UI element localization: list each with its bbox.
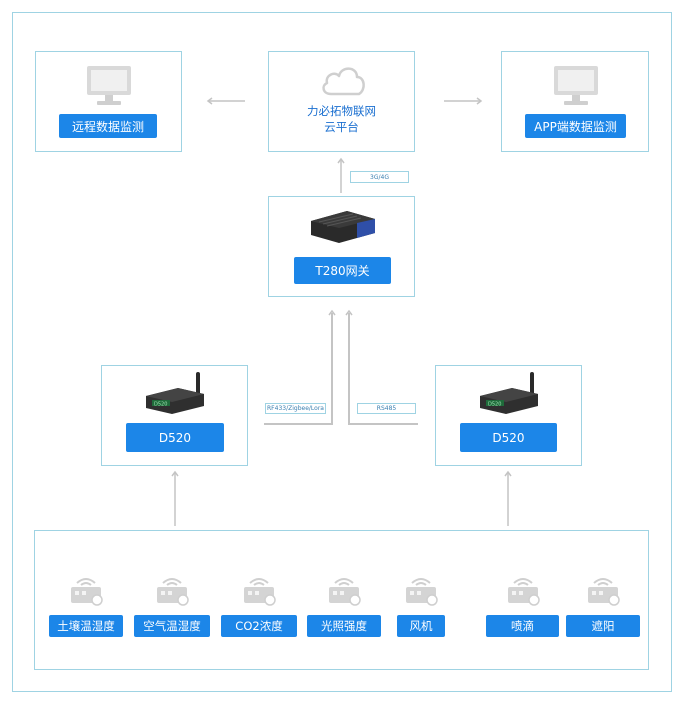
arrow-up-icon [328,309,336,316]
app-monitor-box: APP端数据监测 [501,51,649,152]
sensor-light-icon [329,578,361,606]
d520-device-icon: D520 [146,372,204,414]
connector-right-horizontal [348,423,418,425]
d520-device-icon: D520 [480,372,538,414]
arrow-up-icon [171,470,179,526]
sensor-label: 空气温湿度 [134,615,210,637]
shade-icon [588,578,620,606]
app-monitor-label: APP端数据监测 [525,114,626,138]
fan-icon [406,578,438,606]
d520-node-left: D520 D520 [101,365,248,466]
d520-node-right: D520 D520 [435,365,582,466]
link-rs485-label: RS485 [357,403,416,414]
remote-monitor-box: 远程数据监测 [35,51,182,152]
connector-left-horizontal [264,423,332,425]
d520-device-text: D520 [154,402,167,408]
sensor-label: CO2浓度 [221,615,297,637]
d520-device-text: D520 [488,402,501,408]
sensor-air-icon [157,578,189,606]
link-wireless-label: RF433/Zigbee/Lora [265,403,326,414]
d520-left-label: D520 [126,423,224,452]
cloud-platform-box: 力必拓物联网 云平台 [268,51,415,152]
arrow-up-icon [504,470,512,526]
sensor-label: 风机 [397,615,445,637]
diagram-frame [12,12,672,692]
arrow-left-icon [206,97,245,105]
d520-right-label: D520 [460,423,557,452]
cloud-icon [322,67,365,96]
arrow-up-icon [345,309,353,316]
cloud-platform-subtitle: 云平台 [324,120,359,134]
monitor-icon [87,66,131,105]
gateway-box: T280网关 [268,196,415,297]
sensor-label: 喷滴 [486,615,559,637]
arrow-up-icon [337,157,345,193]
cloud-platform-name: 力必拓物联网 [307,104,376,118]
sensor-label: 光照强度 [307,615,381,637]
remote-monitor-label: 远程数据监测 [59,114,157,138]
sensor-group-box: 土壤温湿度空气温湿度 CO2浓度光照强度风机 喷滴遮阳 [34,530,649,670]
sensor-label: 遮阳 [566,615,640,637]
gateway-device-icon [311,211,375,243]
monitor-icon [554,66,598,105]
sensor-label: 土壤温湿度 [49,615,123,637]
sensor-soil-icon [71,578,103,606]
sprinkler-icon [507,578,540,606]
link-3g4g-label: 3G/4G [350,171,409,183]
gateway-label: T280网关 [294,257,391,284]
connector-right-vertical [348,313,350,425]
arrow-right-icon [444,97,483,105]
connector-left-vertical [331,313,333,425]
sensor-co2-icon [244,578,276,606]
